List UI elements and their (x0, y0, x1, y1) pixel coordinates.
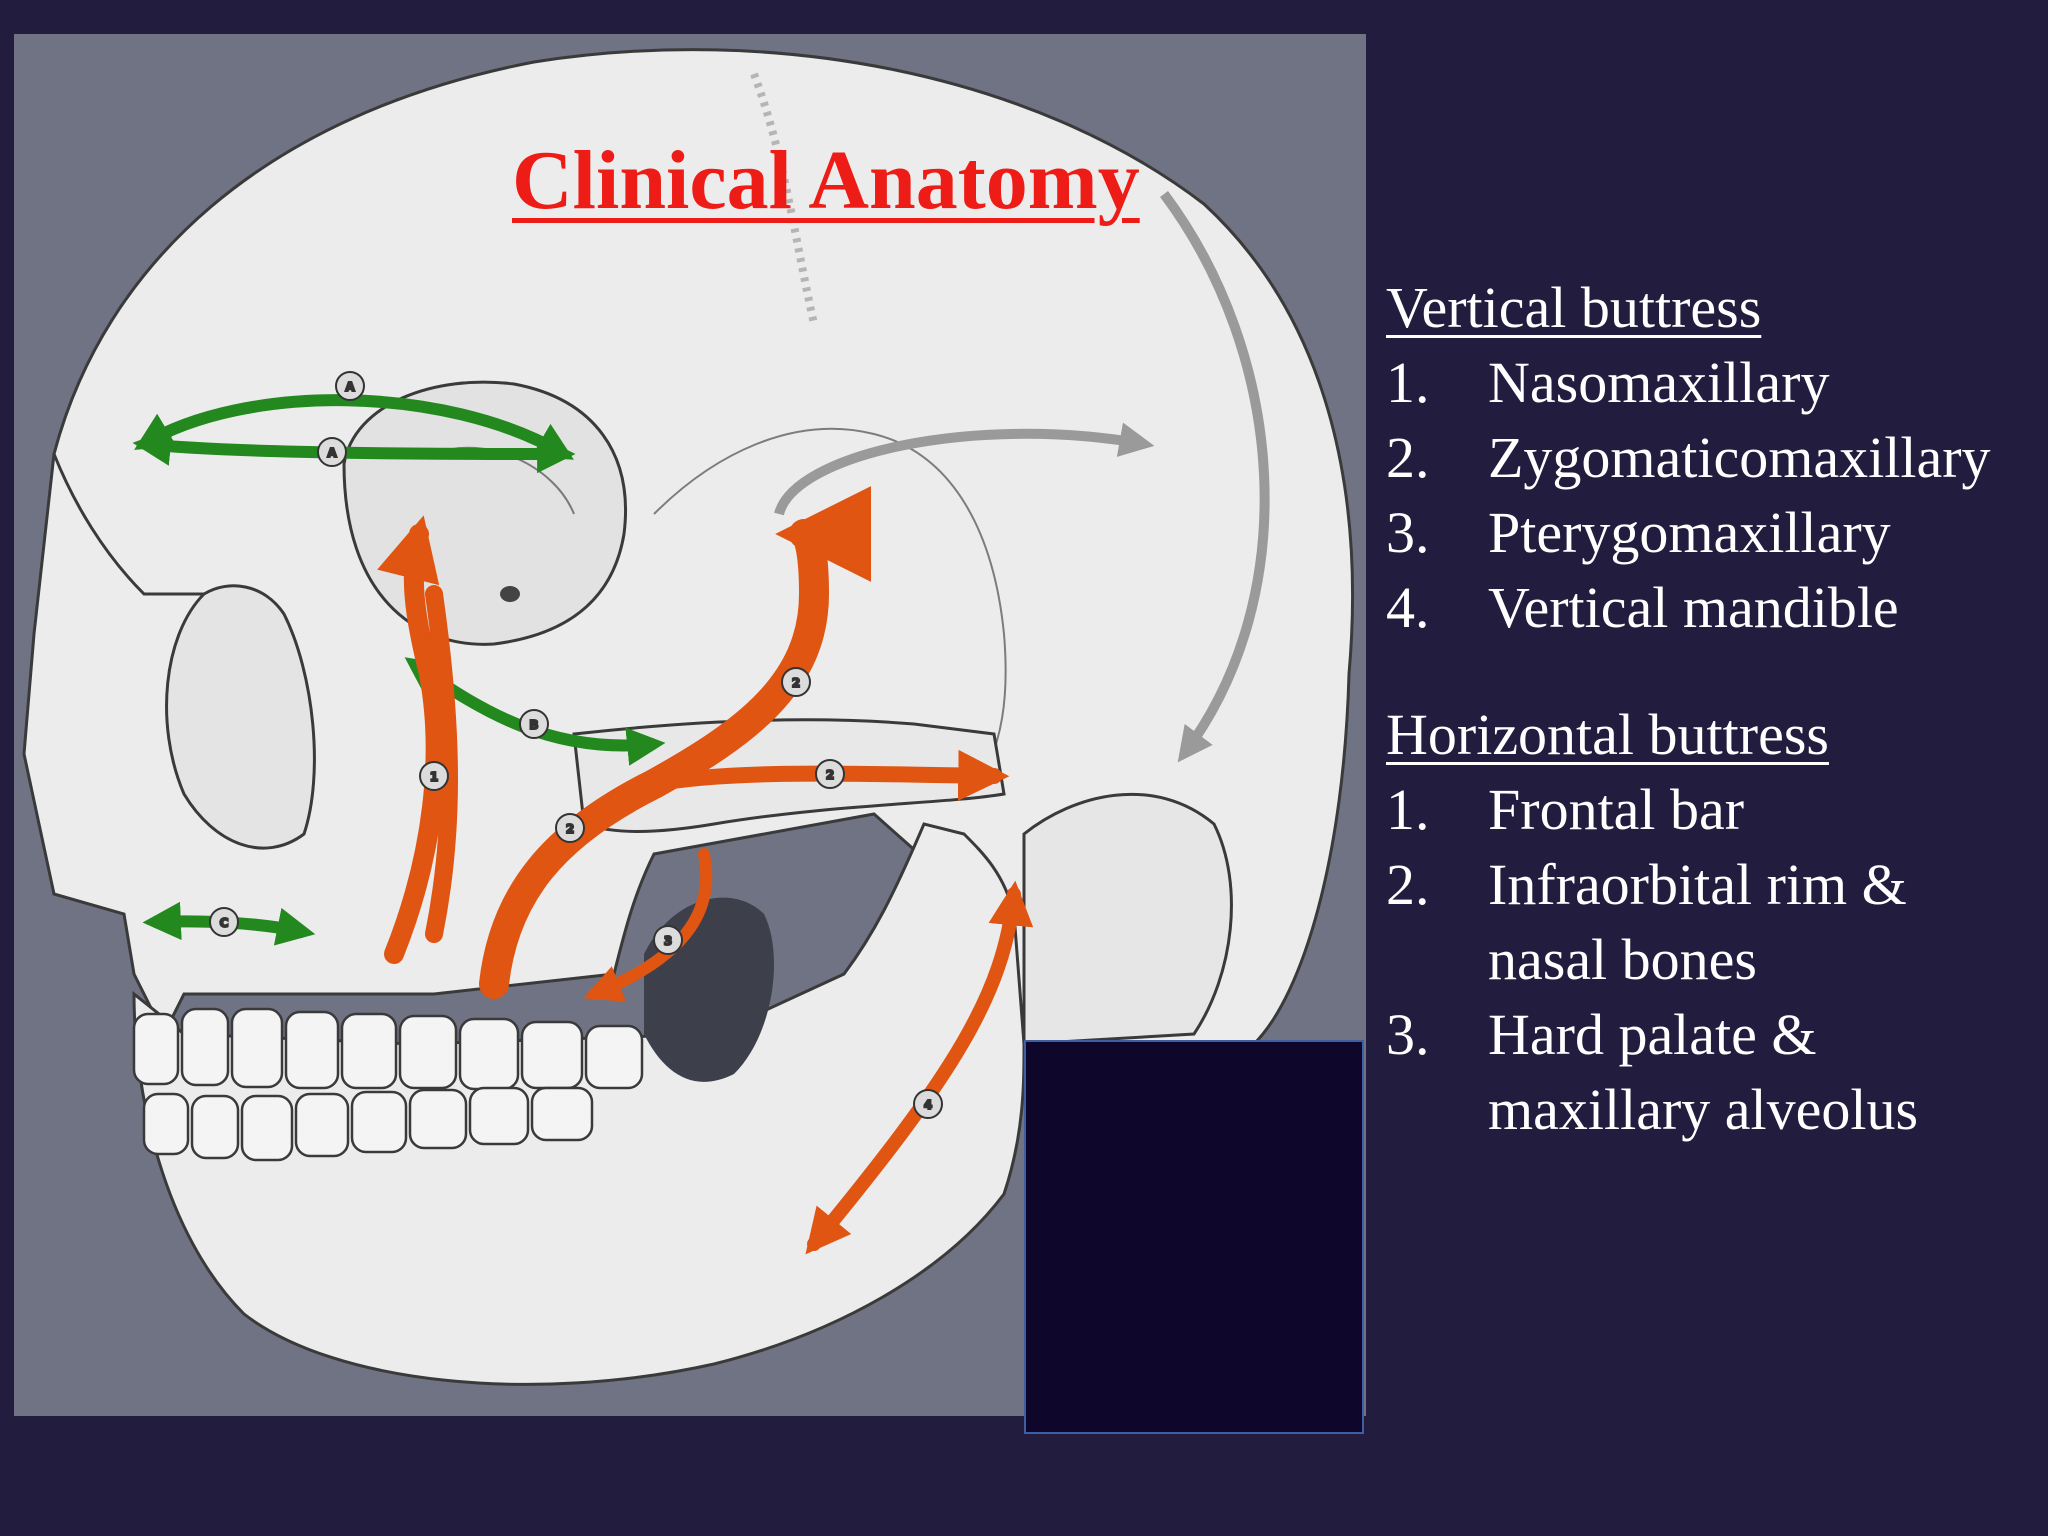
horizontal-item: 2. Infraorbital rim & nasal bones (1386, 847, 2036, 997)
marker-zygomatic-arch: 2 (815, 759, 845, 789)
skull-figure: A A B C 1 2 2 2 3 4 (14, 34, 1366, 1416)
svg-text:2: 2 (566, 822, 574, 836)
vertical-item: 4. Vertical mandible (1386, 570, 2036, 645)
vertical-buttress-list: 1. Nasomaxillary 2. Zygomaticomaxillary 3.… (1386, 345, 2036, 645)
item-number: 3. (1386, 500, 1430, 565)
item-number: 2. (1386, 852, 1430, 917)
svg-text:C: C (220, 916, 229, 930)
legend-panel: Vertical buttress 1. Nasomaxillary 2. Zygo… (1386, 270, 2036, 1147)
svg-text:3: 3 (664, 934, 672, 948)
item-number: 1. (1386, 777, 1430, 842)
cranial-gray-arrow-2 (1159, 191, 1270, 763)
item-label-block: Infraorbital rim & nasal bones (1488, 847, 2036, 997)
nasal-aperture (165, 584, 316, 850)
horizontal-item: 1. Frontal bar (1386, 772, 2036, 847)
item-label-block: Hard palate & maxillary alveolus (1488, 997, 2036, 1147)
marker-frontal-lower: A (317, 437, 347, 467)
zygomaticomaxillary-arrow (479, 486, 872, 999)
coronal-suture (750, 72, 818, 325)
vertical-buttress-heading: Vertical buttress (1386, 275, 1762, 340)
marker-mandible: 4 (913, 1089, 943, 1119)
item-label-continuation: nasal bones (1488, 927, 1757, 992)
mastoid (1022, 792, 1233, 1046)
item-label: Hard palate & (1488, 1002, 1817, 1067)
item-number: 4. (1386, 575, 1430, 640)
vertical-mandible-arrow (805, 880, 1034, 1255)
item-label: Nasomaxillary (1488, 350, 1830, 415)
svg-text:2: 2 (792, 676, 800, 690)
item-label: Infraorbital rim & (1488, 852, 1907, 917)
dark-overlay-box (1024, 1040, 1364, 1434)
vertical-buttress-arrows (377, 486, 1034, 1255)
marker-zygomatic-lower: 2 (555, 813, 585, 843)
svg-text:A: A (327, 446, 337, 460)
nasomaxillary-arrow (377, 515, 446, 964)
svg-text:2: 2 (826, 768, 834, 782)
item-label: Vertical mandible (1488, 575, 1899, 640)
svg-text:A: A (345, 380, 355, 394)
marker-nasomaxillary: 1 (419, 761, 449, 791)
marker-frontal-upper: A (335, 371, 365, 401)
item-number: 3. (1386, 1002, 1430, 1067)
markers: A A B C 1 2 2 2 3 4 (209, 371, 943, 1119)
item-label: Pterygomaxillary (1488, 500, 1891, 565)
vertical-item: 2. Zygomaticomaxillary (1386, 420, 2036, 495)
horizontal-buttress-list: 1. Frontal bar 2. Infraorbital rim & nasal … (1386, 772, 2036, 1147)
vertical-item: 3. Pterygomaxillary (1386, 495, 2036, 570)
zygomatic-arch-arrow (646, 749, 1010, 802)
item-label-continuation: maxillary alveolus (1488, 1077, 1919, 1142)
item-number: 1. (1386, 350, 1430, 415)
upper-teeth (132, 1007, 644, 1091)
horizontal-buttress-heading: Horizontal buttress (1386, 702, 1829, 767)
horizontal-item: 3. Hard palate & maxillary alveolus (1386, 997, 2036, 1147)
lower-teeth (142, 1086, 594, 1162)
skull-illustration: A A B C 1 2 2 2 3 4 (14, 34, 1366, 1416)
nasomaxillary-arrow-2 (425, 585, 458, 943)
slide-title: Clinical Anatomy (512, 134, 1140, 227)
svg-text:4: 4 (924, 1098, 932, 1112)
marker-palate: C (209, 907, 239, 937)
svg-text:B: B (529, 718, 538, 732)
marker-zygomatic-upper: 2 (781, 667, 811, 697)
marker-infraorbital: B (519, 709, 549, 739)
pterygomaxillary-arrow (583, 848, 713, 1002)
cranium (22, 48, 1354, 1046)
item-label: Frontal bar (1488, 777, 1745, 842)
vertical-item: 1. Nasomaxillary (1386, 345, 2036, 420)
item-number: 2. (1386, 425, 1430, 490)
svg-text:1: 1 (430, 770, 438, 784)
marker-pterygo: 3 (653, 925, 683, 955)
item-label: Zygomaticomaxillary (1488, 425, 1991, 490)
nose-bridge (52, 453, 204, 596)
